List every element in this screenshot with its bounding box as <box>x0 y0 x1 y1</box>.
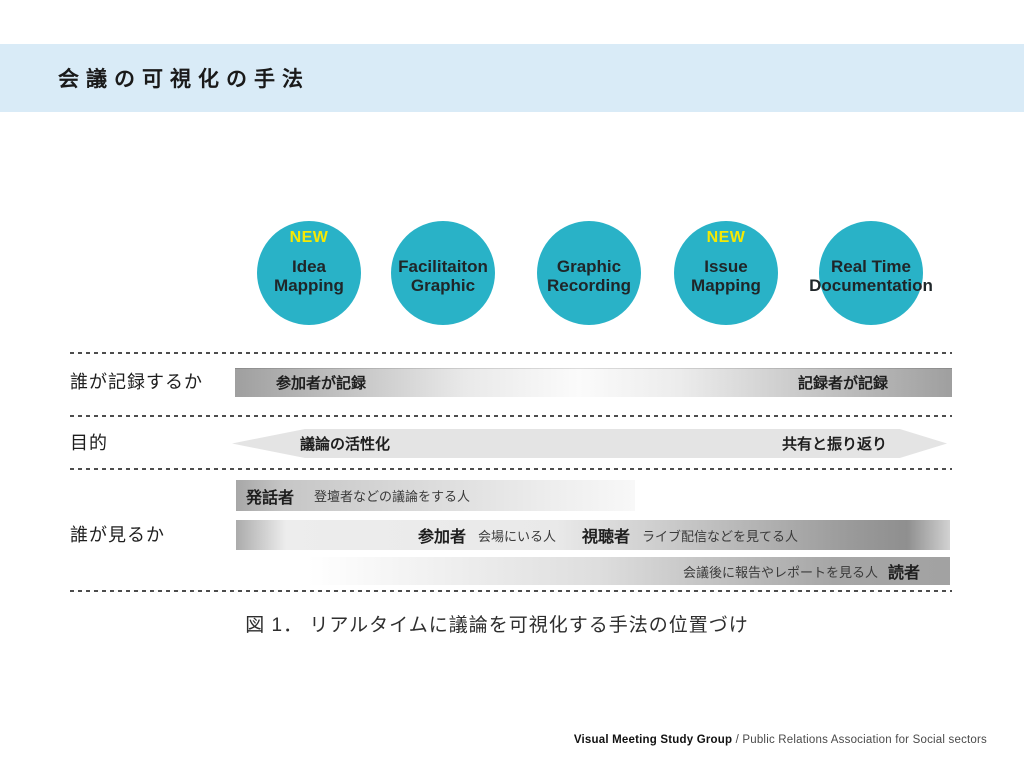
footer-group-name: Visual Meeting Study Group <box>573 734 733 746</box>
method-name-line1: Facilitaiton <box>398 257 488 276</box>
purpose-right-label: 共有と振り返り <box>781 436 887 453</box>
dashed-divider <box>70 352 952 354</box>
new-badge: NEW <box>289 229 329 246</box>
gradient-bar-audience: 参加者 会場にいる人 視聴者 ライブ配信などを見てる人 <box>236 520 950 550</box>
method-name-line2: Documentation <box>809 276 933 295</box>
dashed-divider <box>70 415 952 417</box>
method-name-line2: Recording <box>546 276 632 295</box>
new-badge: NEW <box>706 229 746 246</box>
method-name-line1: Issue <box>704 257 748 276</box>
row-label-who-records: 誰が記録するか <box>70 372 203 392</box>
reader-description: 会議後に報告やレポートを見る人 <box>682 564 878 580</box>
speaker-term: 発話者 <box>246 489 295 507</box>
method-name-line1: Idea <box>291 257 326 276</box>
method-name-line1: Graphic <box>556 257 622 276</box>
gradient-bar-speaker: 発話者 登壇者などの議論をする人 <box>236 480 635 511</box>
viewer-term: 視聴者 <box>582 529 631 546</box>
figure-caption: 図 1． リアルタイムに議論を可視化する手法の位置づけ <box>245 615 749 636</box>
method-name-line2: Graphic <box>410 276 476 295</box>
gradient-bar-reader: 会議後に報告やレポートを見る人 読者 <box>308 557 950 585</box>
method-name-line2: Mapping <box>691 276 761 295</box>
gradient-bar-who-records: 参加者が記録 記録者が記録 <box>235 368 952 397</box>
page-title: 会議の可視化の手法 <box>58 68 310 91</box>
arrow-bar-purpose: 議論の活性化 共有と振り返り <box>232 429 947 458</box>
method-name-line1: Real Time <box>831 257 912 276</box>
participant-term: 参加者 <box>418 529 467 546</box>
row-label-purpose: 目的 <box>70 433 108 453</box>
method-name-line2: Mapping <box>274 276 344 295</box>
viewer-description: ライブ配信などを見てる人 <box>642 528 799 544</box>
participant-description: 会場にいる人 <box>478 528 557 544</box>
dashed-divider <box>70 468 952 470</box>
purpose-left-label: 議論の活性化 <box>300 436 391 453</box>
who-records-right-label: 記録者が記録 <box>797 375 888 392</box>
footer-credit: Visual Meeting Study Group / Public Rela… <box>574 734 987 746</box>
reader-term: 読者 <box>887 565 920 582</box>
title-banner: 会議の可視化の手法 <box>0 44 1024 112</box>
dashed-divider <box>70 590 952 592</box>
row-label-who-views: 誰が見るか <box>70 525 165 545</box>
who-records-left-label: 参加者が記録 <box>276 375 367 392</box>
speaker-description: 登壇者などの議論をする人 <box>314 489 471 504</box>
footer-organization: / Public Relations Association for Socia… <box>732 734 987 746</box>
